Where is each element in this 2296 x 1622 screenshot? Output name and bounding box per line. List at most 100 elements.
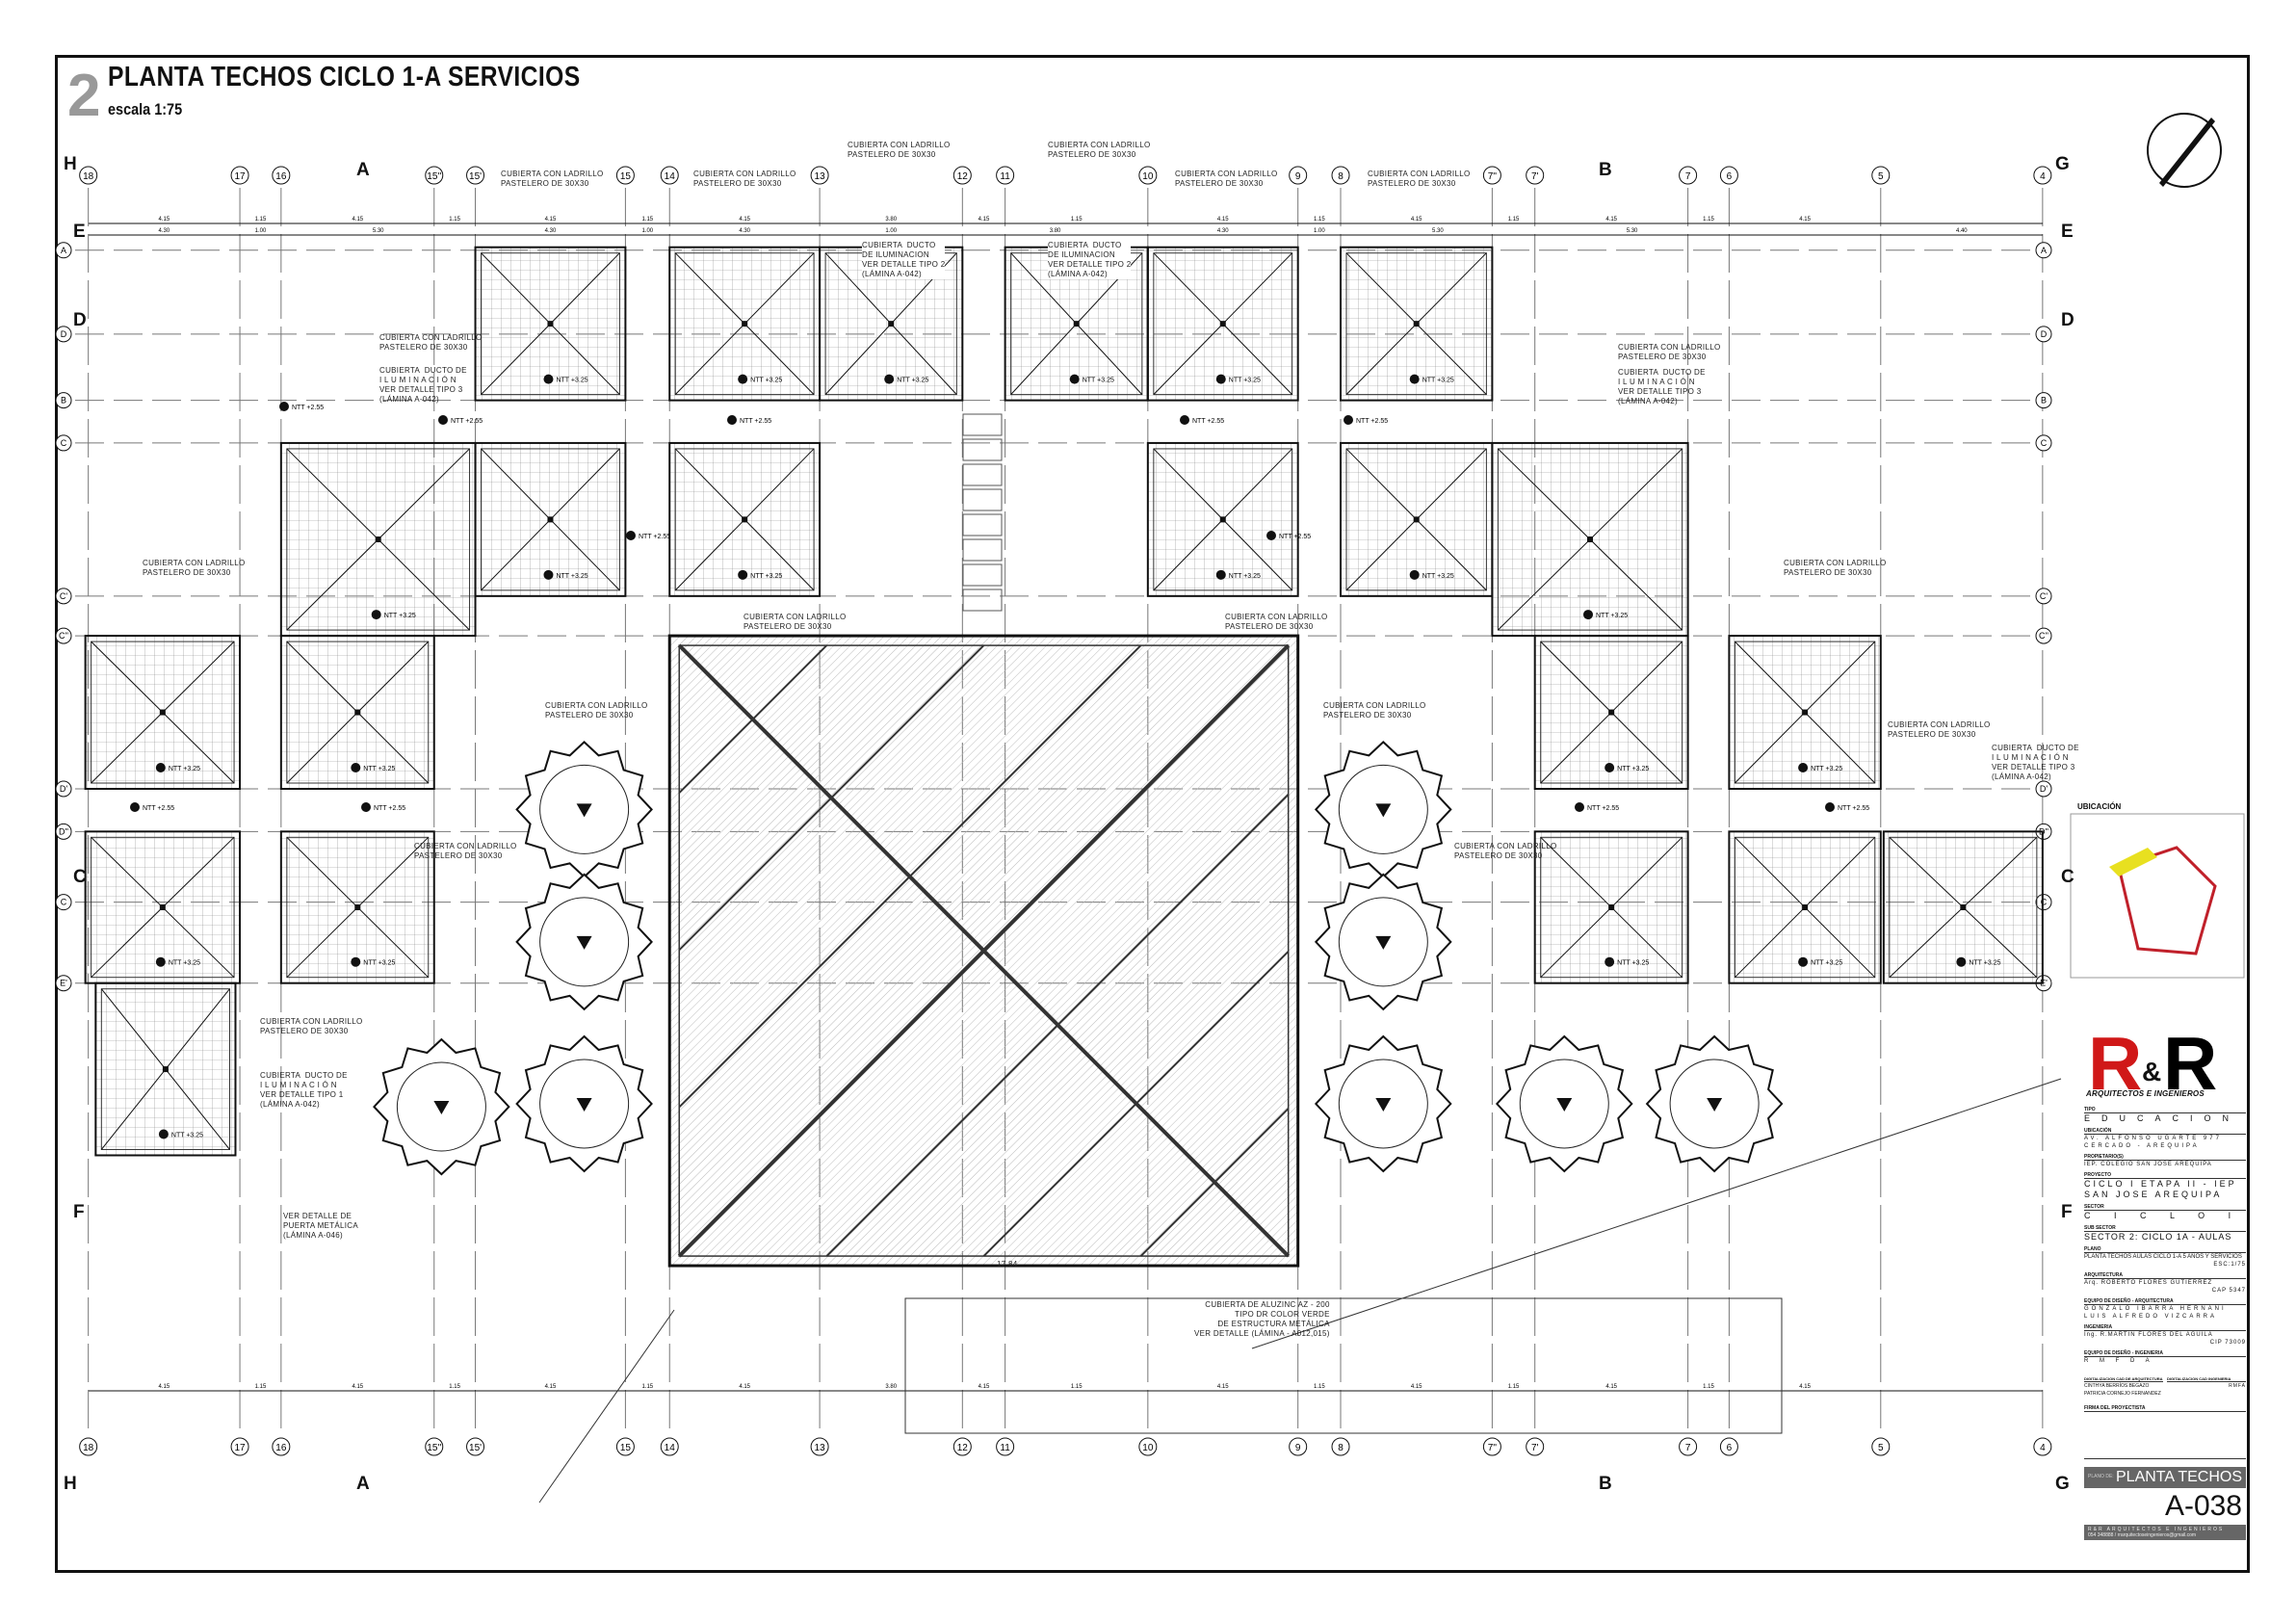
dimension-label: 1.15 bbox=[1508, 217, 1520, 222]
ubicacion-label: UBICACIÓN bbox=[2084, 1128, 2246, 1135]
roof-module-inner bbox=[1345, 448, 1487, 591]
grid-column-bubble bbox=[2033, 166, 2052, 185]
arquitectura-value: Arq. ROBERTO FLORES GUTIERREZ bbox=[2084, 1280, 2213, 1286]
section-mark-h-bottom: H bbox=[64, 1474, 77, 1494]
equipo-ing-value: R M F D A bbox=[2084, 1358, 2151, 1364]
roof-module-inner bbox=[286, 641, 430, 784]
roof-module-inner bbox=[481, 448, 620, 591]
grid-row-bubble bbox=[55, 894, 72, 911]
level-label: NTT +2.55 bbox=[292, 405, 324, 411]
grid-column-label: 18 bbox=[83, 1443, 94, 1453]
grid-column-label: 7'' bbox=[1488, 1443, 1497, 1453]
note-puerta-metalica: VER DETALLE DE PUERTA METÁLICA (LÁMINA A… bbox=[283, 1212, 358, 1240]
roof-module-inner bbox=[91, 836, 235, 979]
dimension-label-row2: 4.30 bbox=[739, 228, 750, 234]
dimension-label: 4.15 bbox=[1217, 217, 1229, 222]
dimension-label: 4.15 bbox=[739, 217, 750, 222]
tipo-label: TIPO bbox=[2084, 1107, 2246, 1113]
metal-roof-purlin bbox=[678, 644, 1142, 1109]
tree-trunk-icon bbox=[1375, 935, 1392, 950]
roof-drain bbox=[1802, 709, 1809, 716]
roof-drain bbox=[354, 904, 361, 911]
grid-column-bubble bbox=[1719, 1437, 1738, 1456]
grid-column-bubble bbox=[1871, 1437, 1891, 1456]
roof-drain bbox=[1608, 904, 1615, 911]
level-label: NTT +2.55 bbox=[1279, 534, 1311, 540]
tree-planter bbox=[1338, 764, 1428, 854]
roof-drain bbox=[1073, 321, 1080, 327]
note-cubierta: CUBIERTA CON LADRILLO PASTELERO DE 30X30 bbox=[545, 701, 648, 719]
level-marker-icon bbox=[1825, 802, 1835, 812]
cad-ing-label: DIGITALIZACION CAD INGENIERIA bbox=[2167, 1376, 2246, 1382]
grid-column-label: 14 bbox=[665, 1443, 676, 1453]
drawing-title: PLANTA TECHOS CICLO 1-A SERVICIOS bbox=[108, 62, 581, 92]
dimension-label-row2: 4.40 bbox=[1956, 228, 1968, 234]
dimension-label: 1.15 bbox=[641, 1384, 653, 1390]
level-label: NTT +3.25 bbox=[169, 766, 200, 772]
level-label: NTT +2.55 bbox=[1192, 418, 1224, 425]
note-cubierta: CUBIERTA CON LADRILLO PASTELERO DE 30X30 bbox=[1888, 720, 1991, 739]
grid-column-label: 7 bbox=[1685, 171, 1691, 182]
grid-column-bubble bbox=[1331, 1437, 1350, 1456]
level-label: NTT +2.55 bbox=[143, 805, 174, 812]
dimension-label: 4.15 bbox=[1799, 217, 1811, 222]
note-cubierta: CUBIERTA CON LADRILLO PASTELERO DE 30X30 bbox=[1323, 701, 1426, 719]
level-marker-icon bbox=[1266, 531, 1276, 540]
note-cubierta: CUBIERTA CON LADRILLO PASTELERO DE 30X30 bbox=[1784, 559, 1887, 577]
grid-row-label: D bbox=[61, 329, 67, 339]
level-marker-icon bbox=[130, 802, 140, 812]
level-label: NTT +3.25 bbox=[1811, 960, 1842, 967]
roof-module-inner bbox=[674, 252, 815, 396]
dimension-label: 1.15 bbox=[1703, 1384, 1714, 1390]
grid-column-label: 17 bbox=[235, 1443, 247, 1453]
level-marker-icon bbox=[371, 610, 381, 620]
grid-column-label: 15'' bbox=[427, 171, 441, 182]
equipo-arq-label: EQUIPO DE DISEÑO - ARQUITECTURA bbox=[2084, 1298, 2246, 1305]
dimension-label: 4.15 bbox=[352, 217, 363, 222]
section-mark-g-top: G bbox=[2055, 154, 2070, 174]
sector-value: C I C L O I bbox=[2084, 1211, 2235, 1220]
roof-module-inner bbox=[286, 836, 430, 979]
metal-roof-purlin bbox=[825, 794, 1290, 1257]
firma-label: FIRMA DEL PROYECTISTA bbox=[2084, 1405, 2246, 1412]
grid-column-bubble bbox=[952, 1437, 972, 1456]
grid-column-bubble bbox=[996, 166, 1015, 185]
dimension-label-row2: 1.00 bbox=[255, 228, 267, 234]
grid-row-label: E' bbox=[2040, 979, 2048, 988]
stair-step bbox=[962, 463, 1003, 486]
section-mark-e-right: E bbox=[2061, 222, 2074, 242]
grid-row-label: D' bbox=[60, 784, 67, 794]
grid-column-bubble bbox=[1289, 1437, 1308, 1456]
grid-column-label: 4 bbox=[2040, 1443, 2046, 1453]
level-label: NTT +3.25 bbox=[1617, 766, 1649, 772]
dimension-label: 1.15 bbox=[255, 1384, 267, 1390]
roof-drain bbox=[162, 1066, 169, 1073]
grid-column-label: 8 bbox=[1338, 1443, 1344, 1453]
metal-roof-purlin bbox=[678, 644, 828, 794]
grid-column-bubble bbox=[996, 1437, 1015, 1456]
ingenieria-label: INGENIERIA bbox=[2084, 1324, 2246, 1331]
grid-column-bubble bbox=[810, 1437, 829, 1456]
dimension-label: 4.15 bbox=[1217, 1384, 1229, 1390]
site-boundary-line bbox=[1251, 1078, 2062, 1349]
level-label: NTT +3.25 bbox=[1617, 960, 1649, 967]
grid-column-bubble bbox=[615, 1437, 635, 1456]
note-cubierta: CUBIERTA CON LADRILLO PASTELERO DE 30X30 bbox=[1048, 141, 1151, 159]
dimension-label-row2: 1.00 bbox=[885, 228, 897, 234]
grid-column-bubble bbox=[272, 166, 291, 185]
roof-module-inner bbox=[286, 448, 471, 631]
section-mark-b-top: B bbox=[1599, 160, 1612, 180]
dimension-label: 3.80 bbox=[885, 217, 897, 222]
grid-row-label: C bbox=[61, 438, 67, 448]
grid-row-label: A bbox=[2041, 246, 2047, 255]
sheet-name: PLANTA TECHOS bbox=[2116, 1469, 2242, 1485]
level-label: NTT +3.25 bbox=[363, 960, 395, 967]
tree-planter bbox=[1338, 897, 1428, 987]
dimension-label-row2: 5.30 bbox=[1432, 228, 1444, 234]
grid-column-bubble bbox=[1289, 166, 1308, 185]
grid-column-label: 4 bbox=[2040, 171, 2046, 182]
site-boundary-line bbox=[538, 1309, 675, 1504]
grid-row-bubble bbox=[55, 392, 72, 409]
note-ducto-tipo2: CUBIERTA DUCTO DE ILUMINACION VER DETALL… bbox=[862, 241, 946, 279]
grid-row-label: B bbox=[2041, 396, 2047, 406]
